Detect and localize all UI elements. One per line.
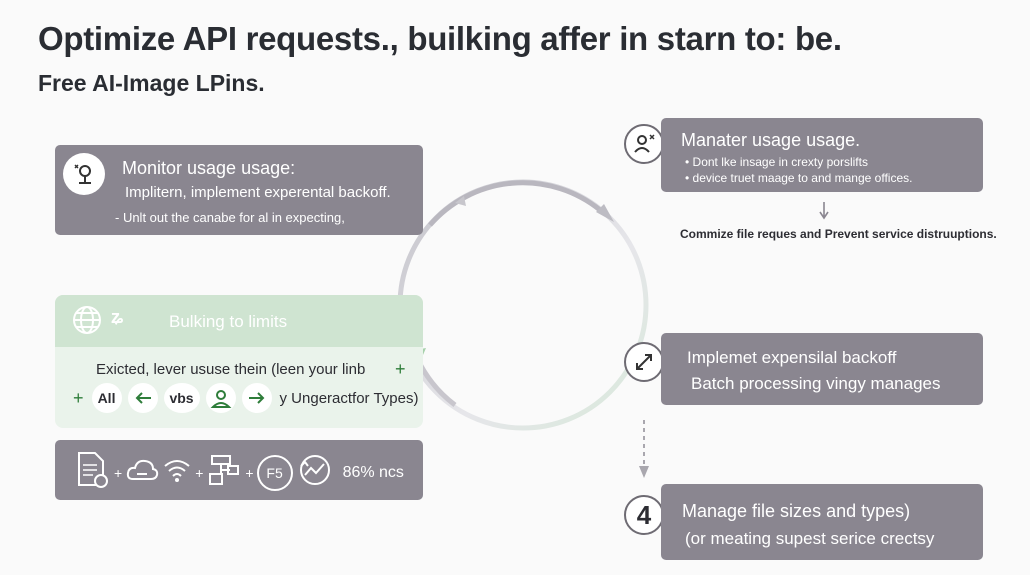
- note-text: Commize file reques and Prevent service …: [680, 227, 997, 241]
- back-arrow-icon[interactable]: [127, 383, 158, 413]
- dashed-down-arrow-icon: [639, 420, 649, 478]
- bulking-card-header: ʑ Bulking to limits: [55, 295, 423, 347]
- implement-heading: Implemet expensilal backoff: [687, 348, 897, 367]
- monitor-line-1: Implitern, implement experental backoff.: [125, 184, 391, 201]
- page-subtitle: Free AI-Image LPins.: [38, 70, 265, 96]
- manater-heading: Manater usage usage.: [681, 130, 861, 150]
- bulking-line-1: Exicted, lever ususe thein (leen your li…: [96, 361, 366, 378]
- plus-icon: +: [245, 464, 254, 481]
- all-chip[interactable]: All: [91, 383, 122, 413]
- plus-icon: +: [395, 359, 406, 379]
- manater-bullet-2: • device truet maage to and mange office…: [685, 171, 913, 185]
- down-arrow-icon: [819, 202, 829, 220]
- expand-arrows-icon: [624, 342, 664, 382]
- plus-icon: +: [195, 464, 204, 481]
- user-cross-icon: [624, 124, 664, 164]
- cloud-icon: [125, 455, 159, 490]
- globe-icon: [71, 304, 103, 341]
- manage-line-1: (or meating supest serice crectsy: [685, 529, 935, 548]
- icons-card: + + + F5 86% ncs: [55, 440, 423, 500]
- f5-icon: F5: [256, 454, 293, 491]
- ring-arrow-top: [596, 204, 614, 222]
- percent-label: 86% ncs: [342, 463, 404, 481]
- bulking-types-text: y Ungeractfor Types): [279, 389, 419, 407]
- hierarchy-icon: [206, 452, 242, 493]
- step-number-badge: 4: [624, 495, 664, 535]
- monitor-line-2: - Unlt out the canabe for al in expectin…: [115, 210, 345, 225]
- page-title: Optimize API requests., builking affer i…: [38, 20, 842, 57]
- refresh-chart-icon: [296, 451, 334, 494]
- document-icon: [75, 451, 111, 494]
- vbs-chip[interactable]: vbs: [163, 383, 200, 413]
- bulking-chip-row: + All vbs y Ungeractfor Types): [73, 383, 418, 413]
- implement-line-1: Batch processing vingy manages: [691, 374, 941, 393]
- manater-usage-card: Manater usage usage. • Dont lke insage i…: [661, 118, 983, 192]
- wifi-icon: [162, 456, 192, 489]
- sleep-z-icon: ʑ: [111, 307, 124, 327]
- monitor-usage-card: Monitor usage usage: Implitern, implemen…: [55, 145, 423, 235]
- plus-icon: +: [73, 387, 84, 408]
- manage-heading: Manage file sizes and types): [682, 501, 911, 521]
- manage-file-sizes-card: Manage file sizes and types) (or meating…: [661, 484, 983, 560]
- icons-row: + + + F5 86% ncs: [75, 451, 404, 494]
- forward-arrow-icon[interactable]: [241, 383, 272, 413]
- monitor-heading: Monitor usage usage:: [122, 158, 296, 178]
- implement-backoff-card: Implemet expensilal backoff Batch proces…: [661, 333, 983, 405]
- bulking-heading: Bulking to limits: [169, 312, 288, 331]
- manater-bullet-1: • Dont lke insage in crexty porslifts: [685, 155, 868, 169]
- bulking-card: ʑ Bulking to limits Exicted, lever ususe…: [55, 295, 423, 428]
- location-pin-icon: [63, 153, 105, 195]
- plus-icon: +: [114, 464, 123, 481]
- user-icon[interactable]: [205, 383, 236, 413]
